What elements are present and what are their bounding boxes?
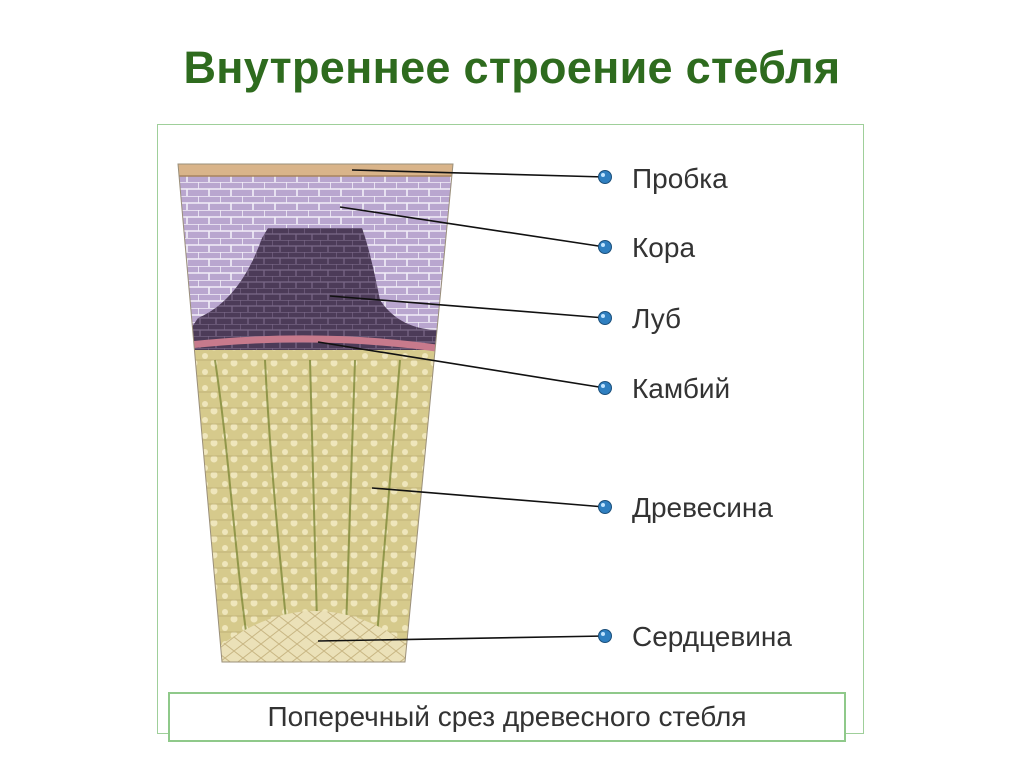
leader-line-cortex xyxy=(339,206,606,248)
label-wood: Древесина xyxy=(632,492,773,523)
leader-line-cork xyxy=(351,169,606,178)
label-phloem: Луб xyxy=(632,303,681,334)
cork-layer xyxy=(178,164,453,176)
section-outline xyxy=(177,163,454,663)
cambium-layer xyxy=(179,335,451,354)
bullet-wood xyxy=(598,500,612,514)
bullet-cortex xyxy=(598,240,612,254)
diagram-caption: Поперечный срез древесного стебля xyxy=(168,692,846,742)
bullet-cork xyxy=(598,170,612,184)
wood-layer xyxy=(178,350,453,662)
leader-line-phloem xyxy=(329,295,606,319)
phloem-layer xyxy=(180,228,440,350)
label-cambium: Камбий xyxy=(632,373,730,404)
leader-line-pith xyxy=(317,635,606,642)
bullet-phloem xyxy=(598,311,612,325)
label-pith: Сердцевина xyxy=(632,621,792,652)
pith-layer xyxy=(200,611,430,662)
bullet-pith xyxy=(598,629,612,643)
label-cortex: Кора xyxy=(632,232,695,263)
leader-lines xyxy=(317,169,612,643)
slide-title: Внутреннее строение стебля xyxy=(183,42,841,93)
leader-line-cambium xyxy=(317,341,606,389)
label-cork: Пробка xyxy=(632,163,728,194)
bullet-cambium xyxy=(598,381,612,395)
leader-line-wood xyxy=(371,487,606,508)
